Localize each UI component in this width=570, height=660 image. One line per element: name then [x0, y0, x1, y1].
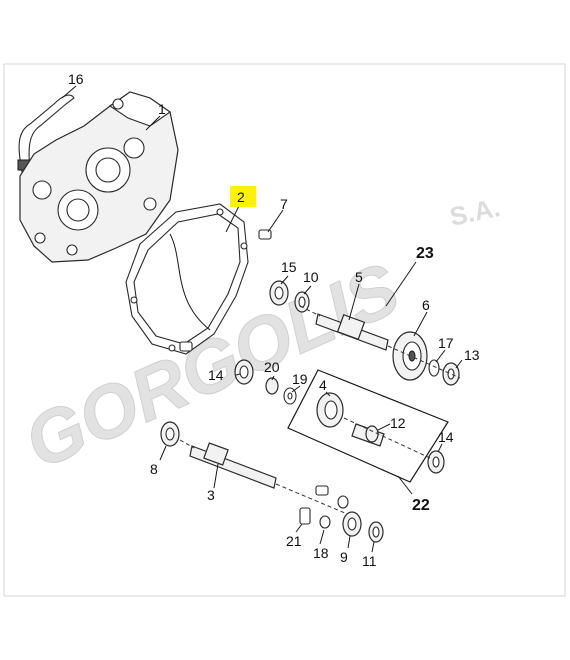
callout-21: 21	[286, 533, 302, 549]
part-3-output-shaft	[179, 439, 353, 517]
part-19-washer	[283, 387, 297, 405]
part-5-shaft	[299, 305, 389, 351]
part-14-bearing-left	[234, 359, 254, 385]
leader-lines	[61, 85, 463, 553]
callout-14-right: 14	[438, 429, 454, 445]
highlight-callout-2	[230, 186, 256, 207]
callout-19: 19	[292, 371, 308, 387]
part-20-collar	[265, 377, 279, 395]
callout-16: 16	[68, 71, 84, 87]
part-17-washer	[428, 359, 440, 377]
diagram-frame	[3, 63, 566, 597]
part-1-crankcase	[19, 91, 179, 263]
part-bolt	[315, 485, 329, 496]
part-7-dowel-pin	[179, 229, 272, 352]
part-9-bearing	[342, 511, 362, 537]
callout-18: 18	[313, 545, 329, 561]
part-12-pinion	[351, 423, 385, 447]
callout-20: 20	[264, 359, 280, 375]
group-22-box	[287, 369, 449, 483]
callout-14-left: 14	[208, 367, 224, 383]
callout-17: 17	[438, 335, 454, 351]
callout-15: 15	[281, 259, 297, 275]
callout-10: 10	[303, 269, 319, 285]
part-14-bearing-right	[427, 450, 445, 474]
callout-22: 22	[412, 497, 430, 514]
part-18-washer	[319, 515, 331, 529]
part-small-washer	[337, 495, 349, 509]
callout-4: 4	[319, 377, 327, 393]
part-10-seal	[294, 291, 310, 313]
part-11-gear	[368, 521, 384, 543]
callout-13: 13	[464, 347, 480, 363]
callout-3: 3	[207, 487, 215, 503]
callout-7: 7	[280, 196, 288, 212]
callout-9: 9	[340, 549, 348, 565]
callout-1: 1	[158, 101, 166, 117]
part-13-bearing	[442, 362, 460, 386]
part-2-gasket	[125, 203, 249, 355]
part-4-gear	[316, 392, 344, 428]
callout-2: 2	[237, 189, 245, 205]
part-15-bearing	[269, 280, 289, 306]
part-8-bearing	[160, 421, 180, 447]
watermark-suffix: S.A.	[447, 192, 503, 232]
callout-6: 6	[422, 297, 430, 313]
callout-8: 8	[150, 461, 158, 477]
callout-11: 11	[362, 553, 377, 569]
callout-5: 5	[355, 269, 363, 285]
callout-23: 23	[416, 245, 434, 262]
callout-labels: 16 1 2 7 23 15 10 5 6 17 13 14 20 19 4 1…	[68, 71, 480, 569]
callout-12: 12	[390, 415, 406, 431]
part-21-pin	[299, 507, 311, 525]
